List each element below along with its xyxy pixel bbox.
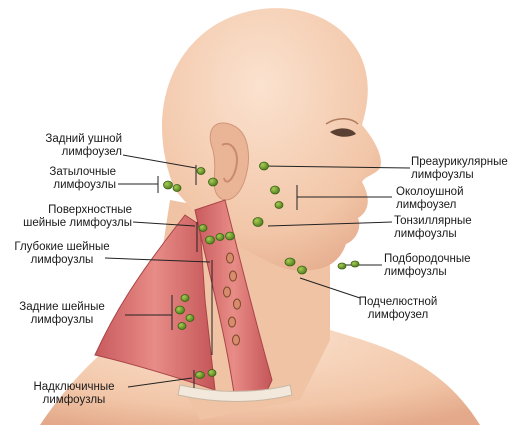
label-parotid: Околоушной лимфоузел [396, 186, 464, 212]
label-supraclavicular: Надключичные лимфоузлы [22, 381, 126, 407]
label-posterior-auricular: Задний ушной лимфоузел [20, 133, 122, 159]
label-occipital: Затылочные лимфоузлы [20, 166, 116, 192]
label-tonsillar: Тонзиллярные лимфоузлы [394, 215, 472, 241]
label-submental: Подбородочные лимфоузлы [384, 253, 471, 279]
label-submandibular: Подчелюстной лимфоузел [350, 296, 446, 322]
label-posterior-cervical: Задние шейные лимфоузлы [6, 301, 118, 327]
label-preauricular: Преаурикулярные лимфоузлы [411, 156, 508, 182]
label-superficial-cervical: Поверхностные шейные лимфоузлы [8, 204, 132, 230]
label-deep-cervical: Глубокие шейные лимфоузлы [12, 241, 112, 267]
